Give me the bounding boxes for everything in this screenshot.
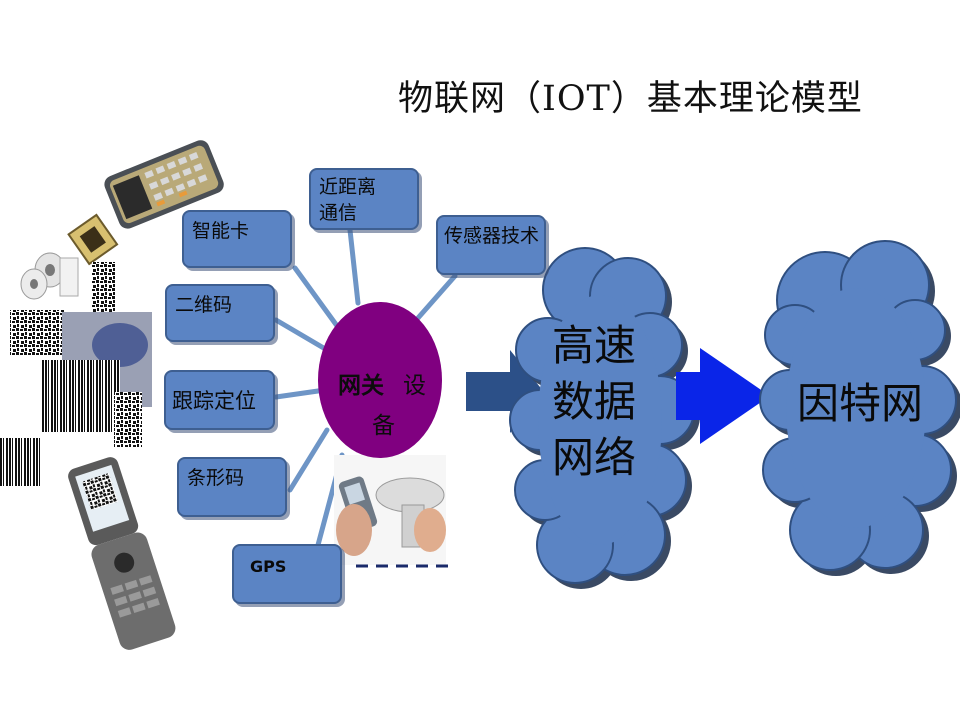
sensor-box: 传感器技术	[436, 215, 546, 275]
gps-label: GPS	[250, 557, 287, 576]
connector-lines	[273, 227, 458, 548]
connector-sensor	[415, 273, 458, 321]
tracking-label: 跟踪定位	[172, 389, 256, 413]
tracking-box: 跟踪定位	[164, 370, 275, 430]
barcode-box: 条形码	[177, 457, 287, 517]
network-label-line1: 高速	[552, 321, 637, 370]
smartcard-label: 智能卡	[192, 220, 250, 242]
qrcode-box: 二维码	[165, 284, 275, 342]
diagram-title: 物联网（IOT）基本理论模型	[398, 79, 863, 119]
barcode-label: 条形码	[187, 467, 245, 489]
nfc-label-line2: 通信	[319, 202, 358, 224]
scanner-phone-photo-image	[334, 455, 450, 568]
connector-nfc	[347, 227, 361, 306]
gateway-label-part1: 网关	[338, 373, 384, 399]
gateway-label-part3: 备	[372, 413, 395, 439]
qr-tile-image	[92, 262, 116, 312]
connector-tracking	[273, 387, 328, 400]
smart-chip-image	[67, 213, 119, 266]
smartcard-box: 智能卡	[182, 210, 292, 268]
qr-tile-lower-image	[114, 392, 142, 447]
connector-qrcode	[273, 317, 330, 353]
barcode-left-image	[0, 438, 42, 486]
label-rolls-image	[20, 252, 79, 300]
sensor-label: 传感器技术	[444, 225, 540, 247]
device-collage	[0, 140, 224, 650]
network-label-line2: 数据	[552, 377, 637, 426]
internet-label: 因特网	[797, 379, 924, 428]
gateway-hub	[318, 302, 442, 458]
arrow-to-internet	[676, 348, 770, 444]
internet-cloud	[759, 240, 960, 576]
connector-smartcard	[292, 265, 343, 333]
nfc-box: 近距离 通信	[309, 168, 419, 230]
qrcode-label: 二维码	[175, 294, 233, 316]
network-label-line3: 网络	[552, 433, 637, 482]
network-cloud	[509, 247, 700, 589]
flip-phone-image	[68, 457, 176, 650]
gateway-label-part2: 设	[403, 373, 426, 399]
handheld-terminal-image	[104, 140, 224, 229]
barcode-strip-image	[40, 360, 120, 400]
gps-box: GPS	[232, 544, 342, 604]
barcode-image	[40, 400, 115, 432]
nfc-label-line1: 近距离	[319, 176, 377, 198]
qr-code-image	[10, 310, 65, 355]
connector-barcode	[287, 427, 330, 493]
